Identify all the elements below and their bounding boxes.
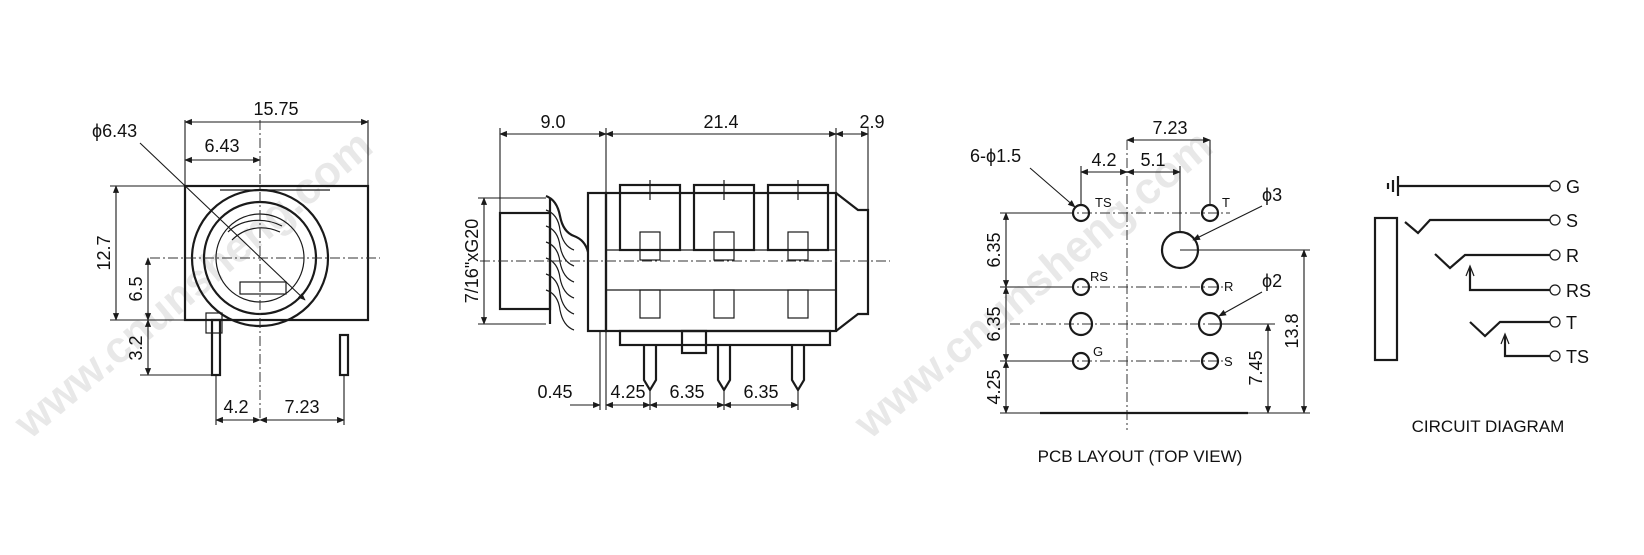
- dim-pin-b: 7.23: [284, 397, 319, 417]
- pcb-label-r: R: [1224, 279, 1233, 294]
- dim-body-len: 21.4: [703, 112, 738, 132]
- dim-pin-a: 4.2: [223, 397, 248, 417]
- pcb-label-t: T: [1222, 195, 1230, 210]
- pcb-dim-v3: 4.25: [984, 369, 1004, 404]
- front-body: [183, 184, 370, 322]
- dim-opening: 6.43: [204, 136, 239, 156]
- dim-hole-dia: ϕ6.43: [92, 121, 137, 141]
- dim-p3: 6.35: [743, 382, 778, 402]
- pcb-dim-big-hole: ϕ3: [1262, 185, 1282, 205]
- side-view: 9.0 21.4 2.9 7/16"xG20 0.45 4.25 6.35 6.…: [462, 112, 890, 410]
- pcb-dim-holes: 6-ϕ1.5: [970, 146, 1021, 166]
- front-pin-left: [210, 318, 222, 377]
- pcb-hole-r: [1200, 277, 1220, 297]
- plug-sleeve: [1373, 216, 1399, 362]
- dim-tail-len: 2.9: [859, 112, 884, 132]
- pcb-dim-d3: 5.1: [1140, 150, 1165, 170]
- contact-bays-top: [618, 180, 830, 261]
- circuit-label-ts: TS: [1566, 347, 1589, 367]
- contact-bays-bottom: [639, 289, 809, 319]
- side-base: [618, 329, 832, 347]
- jack-contact-arc-2: [231, 227, 281, 241]
- pcb-layout: TS T RS R G S 7.23 4.2 5.1 6-ϕ1.5 ϕ3 ϕ2 …: [970, 118, 1310, 466]
- dim-p1: 4.25: [610, 382, 645, 402]
- jack-slot: [239, 281, 287, 295]
- dim-height: 12.7: [94, 235, 114, 270]
- pcb-label-rs: RS: [1090, 269, 1108, 284]
- pcb-hole-s: [1200, 351, 1220, 371]
- circuit-label-t: T: [1566, 313, 1577, 333]
- pcb-hole-mid-left: [1068, 311, 1094, 337]
- dim-p2: 6.35: [669, 382, 704, 402]
- pcb-dim-v4: 7.45: [1246, 350, 1266, 385]
- pcb-dim-d1: 7.23: [1152, 118, 1187, 138]
- pcb-label-s: S: [1224, 354, 1233, 369]
- thread-coils: [545, 194, 590, 331]
- circuit-caption: CIRCUIT DIAGRAM: [1412, 417, 1565, 436]
- pcb-dim-d2: 4.2: [1091, 150, 1116, 170]
- dim-thread-spec: 7/16"xG20: [462, 219, 482, 303]
- watermark-1: www.cnunsheng.com: [4, 120, 381, 448]
- circuit-label-r: R: [1566, 246, 1579, 266]
- pcb-caption: PCB LAYOUT (TOP VIEW): [1038, 447, 1243, 466]
- front-view: 15.75 6.43 ϕ6.43 12.7 6.5 3.2 4.2 7.23: [92, 99, 380, 425]
- pcb-label-g: G: [1093, 344, 1103, 359]
- front-pin-tab-left: [205, 312, 223, 334]
- dim-offset: 0.45: [537, 382, 572, 402]
- pcb-dim-mid-hole: ϕ2: [1262, 271, 1282, 291]
- dim-thread-len: 9.0: [540, 112, 565, 132]
- dim-width: 15.75: [253, 99, 298, 119]
- pcb-dim-v5: 13.8: [1282, 313, 1302, 348]
- circuit-diagram: G S R RS T TS CIRCUIT DIAGRAM: [1373, 176, 1591, 436]
- circuit-label-rs: RS: [1566, 281, 1591, 301]
- circuit-label-s: S: [1566, 211, 1578, 231]
- pcb-dim-v2: 6.35: [984, 306, 1004, 341]
- pcb-dim-v1: 6.35: [984, 232, 1004, 267]
- side-tail: [835, 192, 870, 332]
- dim-pin-h: 3.2: [126, 335, 146, 360]
- side-pins: [642, 329, 806, 393]
- side-flange: [586, 191, 608, 333]
- dim-center-h: 6.5: [126, 276, 146, 301]
- circuit-label-g: G: [1566, 177, 1580, 197]
- front-pin-right: [338, 333, 350, 377]
- pcb-label-ts: TS: [1095, 195, 1112, 210]
